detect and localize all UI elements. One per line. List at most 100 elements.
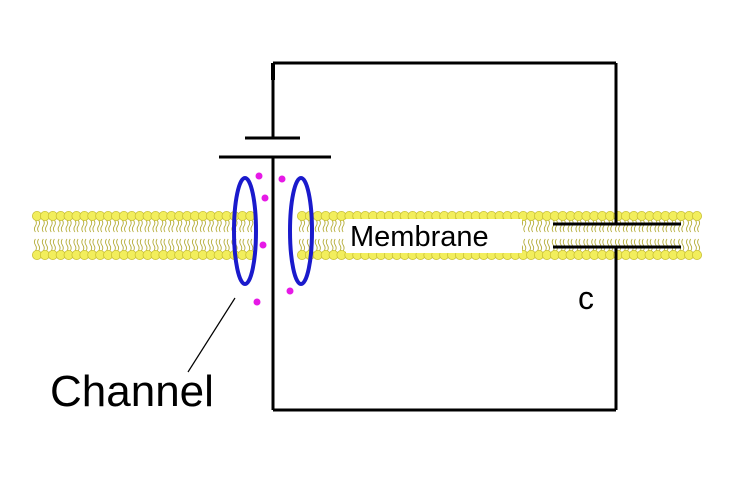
lipid-tail (100, 219, 104, 233)
lipid-tail (330, 219, 334, 233)
lipid-tail (195, 219, 199, 233)
lipid-tail (317, 219, 321, 233)
lipid-tail (657, 219, 661, 233)
lipid-tail (539, 219, 543, 233)
ion (253, 298, 261, 306)
lipid-head (692, 249, 703, 260)
lipid-tail (191, 219, 195, 233)
ion (255, 172, 263, 180)
lipid-tail (341, 238, 345, 252)
capacitor-symbol (553, 222, 681, 249)
lipid-tail (528, 219, 531, 233)
lipid-tail (333, 219, 337, 233)
lipid-tail (338, 219, 342, 233)
lipid-tail (578, 238, 582, 252)
lipid-tail (543, 238, 547, 252)
lipid-tail (610, 219, 614, 233)
lipid-tail (184, 219, 187, 233)
lipid-tail (84, 238, 88, 252)
lipid-tail (562, 238, 566, 252)
battery-symbol (219, 136, 331, 159)
lipid-tail (215, 219, 219, 233)
lipid-tail (60, 219, 64, 233)
lipid-tail (686, 219, 689, 233)
lipid-tail (89, 238, 93, 252)
lipid-tail (68, 238, 72, 252)
lipid-tail (586, 219, 590, 233)
lipid-tail (112, 219, 116, 233)
lipid-tail (543, 219, 547, 233)
lipid-tail (76, 238, 80, 252)
lipid-tail (654, 238, 658, 252)
channel-pointer-line (187, 297, 236, 373)
lipid-tail (657, 238, 661, 252)
lipid-tail (341, 219, 345, 233)
lipid-tail (330, 238, 334, 252)
lipid-tail (124, 238, 127, 252)
lipid-tail (551, 219, 555, 233)
lipid-tail (84, 219, 88, 233)
lipid-tail (45, 238, 48, 252)
lipid-tail (697, 219, 701, 233)
lipid-tail (670, 238, 674, 252)
lipid-tail (242, 219, 246, 233)
lipid-tail (131, 219, 135, 233)
lipid-tail (618, 238, 622, 252)
lipid-tail (626, 238, 629, 252)
ion (278, 175, 286, 183)
lipid-tail (176, 238, 180, 252)
lipid-tail (317, 238, 321, 252)
lipid-tail (136, 238, 140, 252)
lipid-tail (57, 238, 61, 252)
lipid-tail (128, 219, 132, 233)
lipid-tail (144, 219, 148, 233)
lipid-tail (591, 238, 595, 252)
lipid-tail (547, 219, 550, 233)
lipid-tail (152, 219, 156, 233)
lipid-tail (184, 238, 187, 252)
lipid-tail (302, 219, 306, 233)
lipid-tail (199, 219, 203, 233)
lipid-tail (112, 238, 116, 252)
lipid-tail (60, 238, 64, 252)
lipid-tail (594, 219, 598, 233)
lipid-tail (567, 238, 571, 252)
lipid-tail (554, 238, 558, 252)
lipid-tail (575, 219, 579, 233)
lipid-tail (155, 219, 159, 233)
lipid-tail (689, 238, 693, 252)
lipid-tail (633, 219, 637, 233)
ions (253, 172, 294, 306)
lipid-tail (646, 238, 650, 252)
lipid-tail (314, 219, 318, 233)
lipid-tail (697, 238, 701, 252)
lipid-tail (523, 238, 527, 252)
lipid-tail (81, 238, 85, 252)
lipid-tail (641, 219, 645, 233)
lipid-tail (322, 238, 326, 252)
lipid-tail (37, 238, 41, 252)
lipid-tail (195, 238, 199, 252)
lipid-tail (314, 238, 318, 252)
lipid-tail (547, 238, 550, 252)
lipid-tail (97, 238, 101, 252)
lipid-tail (191, 238, 195, 252)
lipid-tail (562, 219, 566, 233)
lipid-tail (155, 238, 159, 252)
lipid-tail (223, 238, 227, 252)
lipid-tail (325, 219, 329, 233)
membrane-label: Membrane (350, 221, 489, 253)
lipid-tail (65, 219, 69, 233)
lipid-tail (618, 219, 622, 233)
lipid-tail (215, 238, 219, 252)
lipid-tail (163, 238, 167, 252)
lipid-tail (681, 238, 685, 252)
lipid-tail (171, 219, 175, 233)
lipid-tail (322, 219, 326, 233)
lipid-tail (226, 219, 230, 233)
lipid-tail (97, 219, 101, 233)
lipid-tail (136, 219, 140, 233)
lipid-tail (171, 238, 175, 252)
lipid-tail (250, 219, 254, 233)
lipid-tail (65, 238, 69, 252)
